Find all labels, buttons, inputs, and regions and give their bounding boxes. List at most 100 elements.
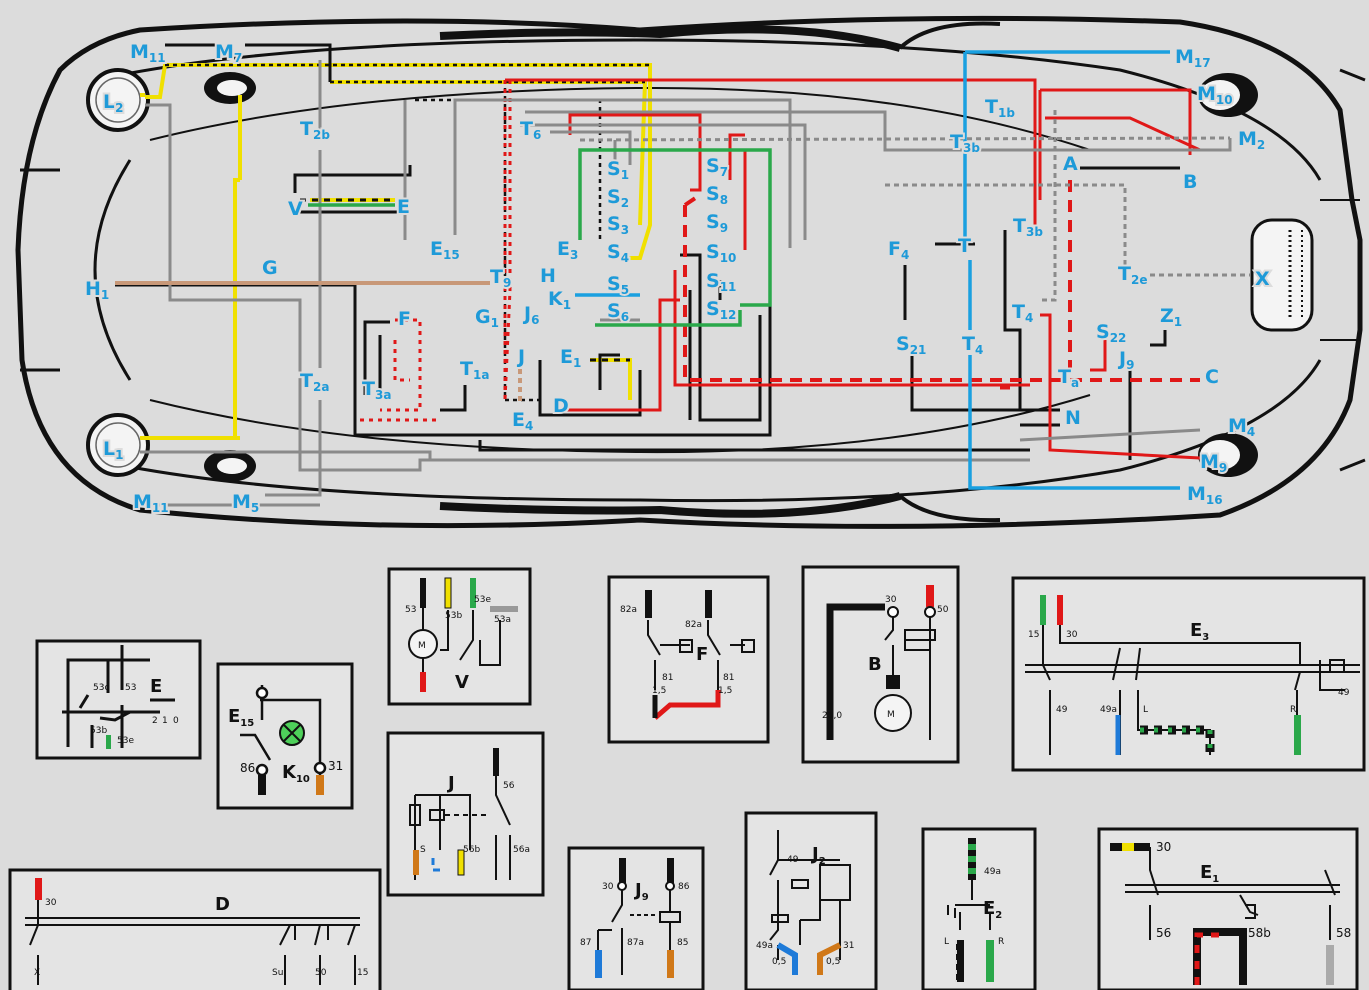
label-j6: J6 [522,303,539,327]
inset-f-brake-switch: F 82a 82a 81 81 1,5 1,5 [607,575,770,744]
headlamp-left-bottom-icon [86,413,150,477]
inset-d-t5: 15 [357,968,368,978]
label-j: J [516,346,525,368]
label-t1b: T1b [985,96,1015,120]
label-t2b: T2b [300,118,330,142]
tail-lamp-bottom-icon [1198,433,1258,477]
inset-b-starter: M B 30 50 25,0 [801,565,960,764]
inset-e3-t5: L [1143,705,1148,715]
label-m2: M2 [1238,128,1265,152]
label-k1: K1 [548,288,571,312]
label-s9: S9 [706,211,728,235]
inset-v-t3: 53e [474,595,491,605]
label-t9: T9 [490,266,511,290]
inset-e2-t2: L [944,937,949,947]
label-m5: M5 [232,491,259,515]
inset-d-t1: 30 [45,898,57,908]
wire-black [115,43,1180,460]
label-b: B [1183,171,1197,193]
inset-j2-t1: 49 [787,855,799,865]
label-m10: M10 [1197,83,1233,107]
label-g: G [262,257,278,279]
wire-red-dashed [683,180,1200,382]
inset-e3-t7: 49 [1338,688,1350,698]
inset-e-t1: 53c [93,683,109,693]
inset-e2-t1: 49a [984,867,1001,877]
inset-f-t3: 81 [662,673,673,683]
inset-e15-t2: 31 [328,759,343,773]
inset-j-t2: S [420,845,426,855]
inset-j-t3: 56b [463,845,480,855]
label-t6: T6 [520,118,541,142]
label-s21: S21 [896,333,926,357]
inset-j-title: J [446,773,455,794]
inset-v-t4: 53a [494,615,511,625]
label-v: V [288,198,303,220]
label-e: E [397,196,410,218]
inset-d-title: D [215,894,230,915]
inset-v-title: V [455,672,469,693]
inset-e-t4: 53e [117,736,134,746]
engine-fan-icon [1250,218,1314,332]
inset-b-t1: 30 [885,595,897,605]
label-s4: S4 [607,241,629,265]
inset-e15-k10: E15 K10 86 31 [216,662,354,810]
label-t2a: T2a [300,370,329,394]
inset-k10-title: K10 [282,762,310,785]
inset-j9-t2: 86 [678,882,690,892]
label-t3b-top: T3b [950,131,980,155]
inset-b-motor: M [887,710,895,720]
inset-f-title: F [696,644,708,665]
inset-j-t1: 56 [503,781,515,791]
inset-e3-t6: R [1290,705,1296,715]
inset-e-t6: 1 [162,716,168,726]
label-ta: Ta [1058,366,1079,390]
label-s22: S22 [1096,321,1126,345]
label-x: X [1255,268,1270,290]
inset-j2-t5: 0,5 [826,957,840,967]
label-s10: S10 [706,241,736,265]
label-f4: F4 [888,238,909,262]
turn-signal-top-icon [204,72,256,104]
inset-e3-turn-signal-switch: E3 15 30 49 49a L R 49 [1011,576,1366,772]
label-n: N [1065,407,1081,429]
inset-e1-t3: 58b [1248,926,1271,940]
inset-v-motor: M [418,641,426,651]
inset-e1-t1: 30 [1156,840,1171,854]
label-s6: S6 [607,300,629,324]
label-t1a: T1a [460,358,489,382]
wire-blue [575,50,1180,490]
inset-d-t2: X [34,968,40,978]
inset-f-t1: 82a [620,605,637,615]
label-m11-bottom: M11 [133,491,169,515]
label-t2e: T2e [1118,263,1147,287]
label-m16: M16 [1187,483,1223,507]
label-s3: S3 [607,213,629,237]
label-t4: T4 [1012,301,1033,325]
inset-e-wiper-switch: E 53c 53 53b 53e 2 1 0 [35,639,202,760]
car-body-outline [15,15,1366,529]
label-e3: E3 [557,238,578,262]
inset-e3-t1: 15 [1028,630,1039,640]
wire-red [505,78,1201,460]
label-z1: Z1 [1160,305,1182,329]
inset-j-dimmer-relay: J 56 S 56b 56a [386,731,545,897]
inset-j2-t4: 0,5 [772,957,786,967]
inset-e2-t3: R [998,937,1004,947]
inset-j2-t3: 31 [843,941,854,951]
label-s5: S5 [607,273,629,297]
inset-e3-t2: 30 [1066,630,1078,640]
inset-e1-title: E1 [1200,862,1219,885]
label-s8: S8 [706,183,728,207]
inset-j9-title: J9 [633,880,649,903]
inset-j9-t1: 30 [602,882,614,892]
tail-lamp-top-icon [1198,73,1258,117]
inset-f-t5: 1,5 [652,686,666,696]
inset-f-t6: 1,5 [718,686,732,696]
inset-f-t2: 82a [685,620,702,630]
label-e4: E4 [512,409,533,433]
inset-e2-switch: E2 49a L R [921,827,1037,990]
label-f: F [398,308,411,330]
wire-green [308,148,772,327]
